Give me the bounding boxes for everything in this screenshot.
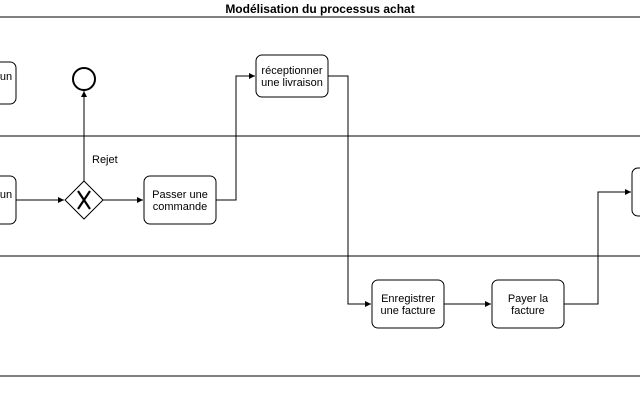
task-receptionner-line2: une livraison bbox=[261, 77, 323, 89]
task-enregistrer-facture[interactable]: Enregistrer une facture bbox=[371, 279, 445, 329]
flow-payer-to-right-task bbox=[564, 189, 631, 305]
task-partial-mid-left[interactable]: un bbox=[0, 175, 17, 225]
diagram-title: Modélisation du processus achat bbox=[225, 2, 414, 16]
task-passer-commande[interactable]: Passer une commande bbox=[143, 175, 217, 225]
task-receptionner-line1: réceptionner bbox=[261, 65, 322, 77]
task-passer-commande-line2: commande bbox=[153, 201, 207, 213]
task-receptionner-livraison[interactable]: réceptionner une livraison bbox=[255, 54, 329, 98]
flow-receptionner-to-enregistrer bbox=[328, 75, 371, 307]
task-partial-top-left[interactable]: un bbox=[0, 61, 17, 105]
exclusive-gateway[interactable] bbox=[64, 180, 104, 220]
task-partial-top-left-label: un bbox=[0, 71, 12, 83]
task-payer-facture[interactable]: Payer la facture bbox=[491, 279, 565, 329]
task-payer-line2: facture bbox=[511, 305, 545, 317]
task-partial-right[interactable] bbox=[631, 167, 640, 217]
flow-passer-to-receptionner bbox=[216, 73, 255, 201]
end-event-circle[interactable] bbox=[72, 67, 96, 91]
task-enregistrer-line1: Enregistrer bbox=[381, 293, 435, 305]
task-passer-commande-line1: Passer une bbox=[152, 189, 208, 201]
task-enregistrer-line2: une facture bbox=[380, 305, 435, 317]
task-partial-mid-left-label: un bbox=[0, 189, 12, 201]
task-payer-line1: Payer la bbox=[508, 293, 549, 305]
edge-label-rejet: Rejet bbox=[92, 154, 118, 166]
